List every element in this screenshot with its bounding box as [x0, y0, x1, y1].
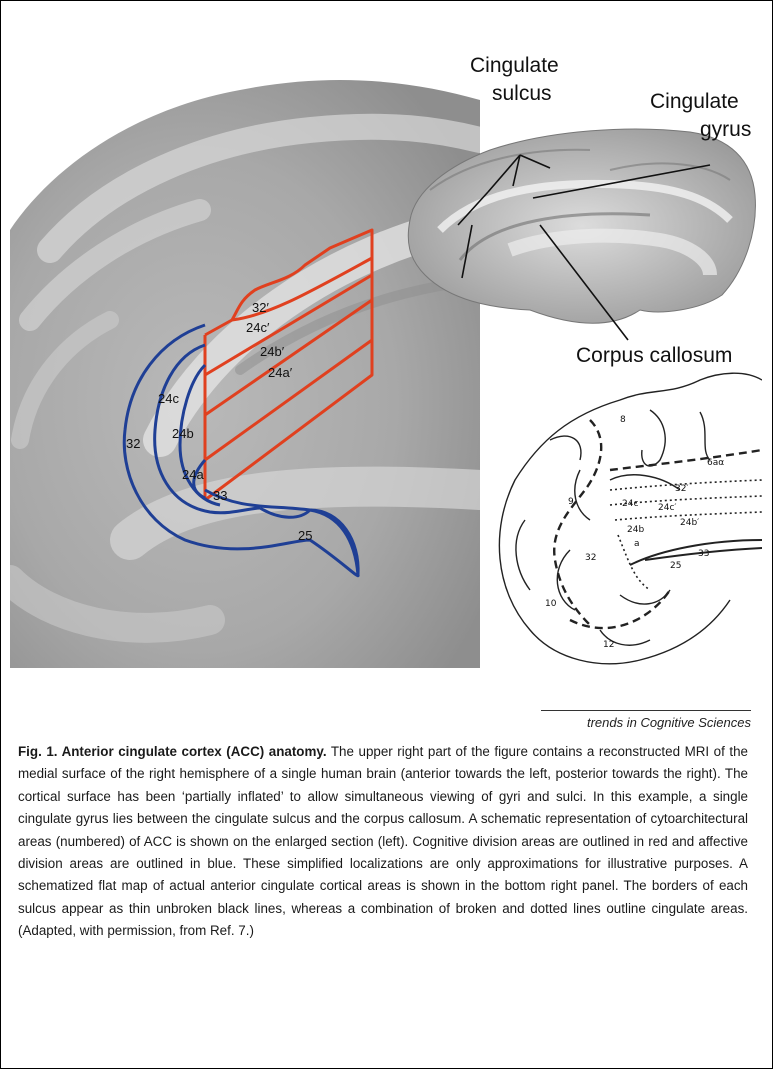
area-label-24c: 24c [158, 391, 179, 406]
map-label-24c-prime: 24c′ [658, 503, 676, 513]
map-label-12: 12 [603, 640, 614, 650]
label-corpus-callosum: Corpus callosum [576, 344, 732, 367]
map-label-6aa: 6aα [707, 458, 724, 468]
area-label-24c-prime: 24c′ [246, 320, 270, 335]
label-cingulate-gyrus-2: gyrus [700, 118, 751, 141]
map-label-9: 9 [568, 497, 574, 507]
map-label-32-prime: 32′ [675, 484, 689, 494]
map-label-32: 32 [585, 553, 596, 563]
map-label-10: 10 [545, 599, 557, 609]
area-label-25: 25 [298, 528, 312, 543]
map-label-24c: 24c [622, 499, 638, 509]
map-label-8: 8 [620, 415, 626, 425]
caption-title: Fig. 1. Anterior cingulate cortex (ACC) … [18, 744, 327, 759]
label-cingulate-sulcus-1: Cingulate [470, 54, 559, 77]
figure-svg: 32′ 24c′ 24b′ 24a′ 32 24c 24b 24a 33 25 … [10, 20, 762, 700]
label-cingulate-sulcus-2: sulcus [492, 82, 552, 105]
map-label-a: a [634, 539, 640, 549]
caption-body: The upper right part of the figure conta… [18, 744, 748, 938]
area-label-24a-prime: 24a′ [268, 365, 293, 380]
enlarged-brain-section [10, 80, 480, 668]
map-label-33: 33 [698, 549, 709, 559]
area-label-24b-prime: 24b′ [260, 344, 285, 359]
area-label-24a: 24a [182, 467, 204, 482]
journal-credit: trends in Cognitive Sciences [541, 710, 751, 730]
map-label-24b-prime: 24b′ [680, 518, 699, 528]
figure-caption: Fig. 1. Anterior cingulate cortex (ACC) … [18, 741, 748, 943]
area-label-33: 33 [213, 488, 227, 503]
area-label-32: 32 [126, 436, 140, 451]
figure: 32′ 24c′ 24b′ 24a′ 32 24c 24b 24a 33 25 … [10, 20, 762, 700]
map-label-25: 25 [670, 561, 681, 571]
map-label-24b: 24b [627, 525, 644, 535]
area-label-24b: 24b [172, 426, 194, 441]
area-label-32-prime: 32′ [252, 300, 269, 315]
label-cingulate-gyrus-1: Cingulate [650, 90, 739, 113]
